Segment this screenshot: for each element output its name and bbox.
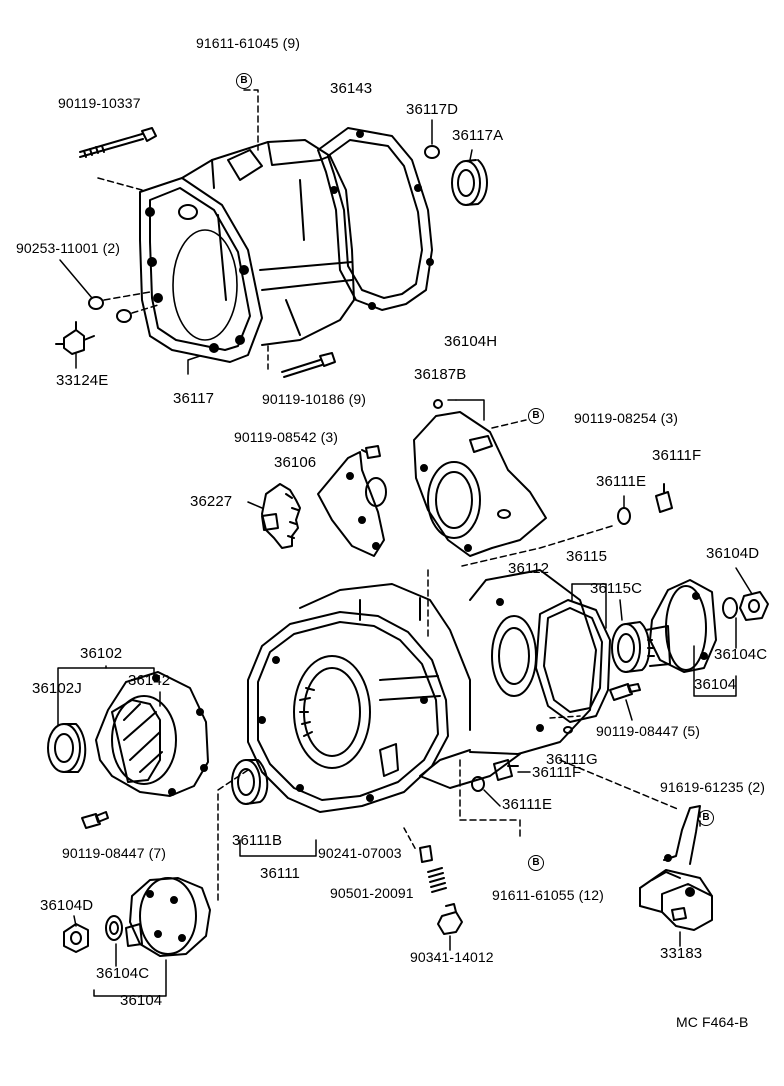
- part-label: 36104: [120, 992, 163, 1009]
- gasket-36143: [317, 127, 434, 311]
- pin-90253-11001: [88, 296, 132, 323]
- shift-plate-36106: [317, 451, 387, 557]
- bolt-90119-08447-7: [81, 811, 109, 829]
- part-label: 36187B: [414, 366, 467, 383]
- part-label: 36117A: [452, 127, 504, 144]
- engine-mount-33183: [639, 805, 713, 931]
- part-label: 36117: [173, 390, 215, 407]
- companion-flange-36104-right: [645, 579, 717, 673]
- gasket-36115: [535, 599, 611, 723]
- figure-code: MC F464-B: [676, 1014, 749, 1030]
- bolt-90119-08447-5: [609, 683, 641, 701]
- gasket-36111E-mid: [471, 776, 485, 792]
- extension-cover-36104H: [413, 411, 547, 557]
- o-ring-36117D: [424, 145, 440, 159]
- washer-36104C-left: [105, 915, 123, 941]
- part-label: 90119-08447 (7): [62, 845, 166, 861]
- plug-36111F-upper: [655, 483, 673, 513]
- rear-cover-36102: [95, 671, 209, 797]
- spring-90501-20091: [427, 867, 447, 893]
- part-label: 90119-08542 (3): [234, 429, 338, 445]
- pin-36111G: [563, 726, 573, 734]
- ref-mark-b: B: [698, 810, 714, 826]
- part-label: 36111F: [652, 447, 702, 464]
- part-label: 36115: [566, 548, 608, 565]
- part-label: 36104: [694, 676, 737, 693]
- part-label: 36102J: [32, 680, 82, 697]
- gasket-36111E-upper: [617, 507, 631, 525]
- part-label: 90119-10337: [58, 95, 141, 111]
- part-label: 36104C: [714, 646, 768, 663]
- part-label: 36102: [80, 645, 123, 662]
- part-label: 36227: [190, 493, 233, 510]
- part-label: 90119-08254 (3): [574, 410, 678, 426]
- part-label: 36106: [274, 454, 317, 471]
- part-label: 36111: [260, 865, 300, 882]
- oil-seal-36102J: [47, 723, 87, 773]
- ref-mark-b: B: [236, 73, 252, 89]
- part-label: 36117D: [406, 101, 459, 118]
- speed-sensor-33124E: [55, 321, 95, 355]
- part-label: 90501-20091: [330, 885, 414, 901]
- part-label: 36142: [128, 672, 171, 689]
- part-label: 90253-11001 (2): [16, 240, 120, 256]
- part-label: 36111E: [502, 796, 553, 813]
- ref-mark-b: B: [528, 408, 544, 424]
- transmission-case-36117: [139, 139, 355, 363]
- part-label: 33124E: [56, 372, 109, 389]
- part-label: 91619-61235 (2): [660, 779, 766, 795]
- part-label: 36111G: [546, 751, 598, 768]
- part-label: 36104D: [706, 545, 760, 562]
- part-label: 91611-61045 (9): [196, 35, 300, 51]
- bolt-90119-10337: [79, 127, 157, 158]
- bolt-90119-10186: [281, 352, 336, 378]
- nut-36104D-right: [739, 591, 769, 621]
- ref-mark-b: B: [528, 855, 544, 871]
- oil-seal-36111B: [231, 759, 269, 805]
- drive-gear-36227: [261, 483, 301, 549]
- washer-36104C-right: [722, 597, 738, 619]
- part-label: 36111F: [532, 764, 582, 781]
- plug-36111F-mid: [493, 759, 519, 781]
- nut-36104D-left: [63, 923, 89, 953]
- part-label: 36104D: [40, 897, 94, 914]
- part-label: 90341-14012: [410, 949, 494, 965]
- part-label: 36111E: [596, 473, 647, 490]
- bearing-36115C: [611, 621, 651, 673]
- part-label: 36115C: [590, 580, 643, 597]
- transfer-case-36111: [247, 569, 597, 813]
- part-label: 36104H: [444, 333, 498, 350]
- plug-90241-07003: [419, 845, 433, 863]
- companion-flange-36104-left: [125, 877, 211, 957]
- bolt-90119-08542: [361, 445, 381, 459]
- part-label: 33183: [660, 945, 703, 962]
- part-label: 90119-10186 (9): [262, 391, 366, 407]
- part-label: 36143: [330, 80, 373, 97]
- part-label: 36112: [508, 560, 550, 577]
- part-label: 90241-07003: [318, 845, 402, 861]
- oil-seal-36117A: [451, 159, 488, 206]
- drain-plug-90341-14012: [437, 903, 463, 935]
- part-label: 36104C: [96, 965, 150, 982]
- part-label: 36111B: [232, 832, 283, 849]
- part-label: 91611-61055 (12): [492, 887, 604, 903]
- part-label: 90119-08447 (5): [596, 723, 700, 739]
